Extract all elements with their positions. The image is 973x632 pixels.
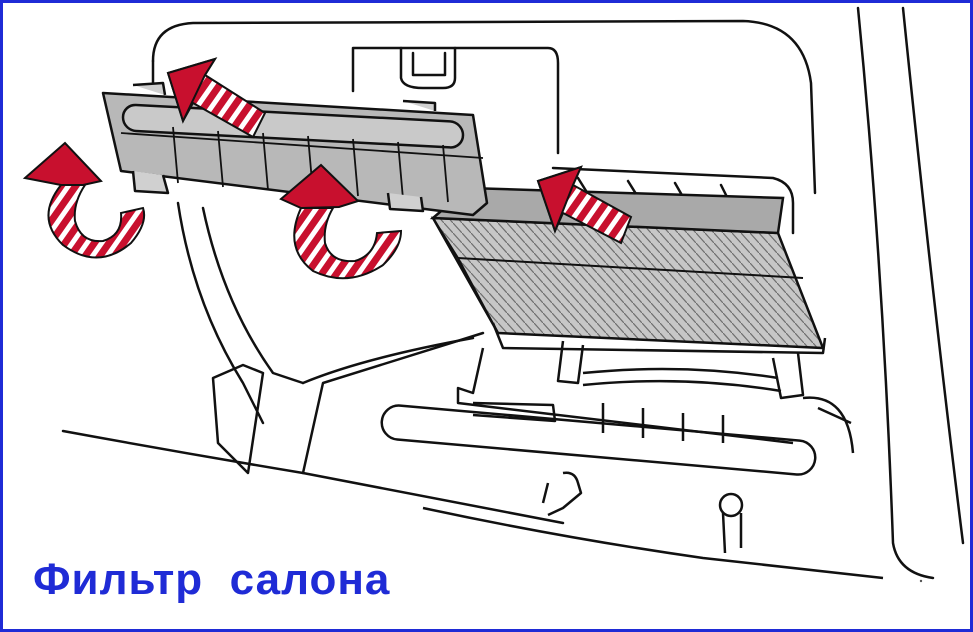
blower-housing [456, 322, 855, 454]
housing-outline [61, 6, 965, 580]
curved-lift-arrow-icon [22, 141, 146, 259]
cabin-air-filter [429, 186, 825, 350]
glovebox-lid [380, 404, 884, 580]
speck [919, 579, 923, 583]
glovebox-filter-illustration [22, 6, 965, 583]
filter-cover [101, 81, 489, 217]
pull-arrow-icon [536, 165, 633, 245]
pull-arrow-icon [166, 57, 267, 139]
caption-title: Фильтр салона [33, 555, 391, 604]
curved-lift-arrow-icon [279, 163, 403, 280]
